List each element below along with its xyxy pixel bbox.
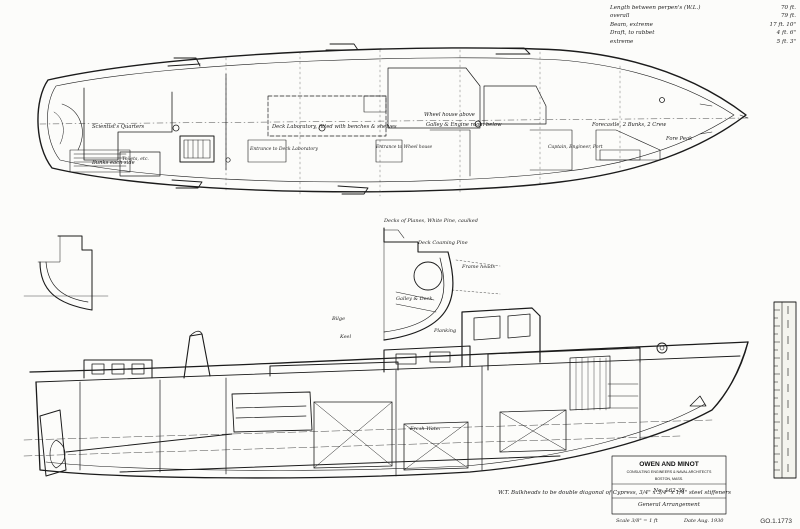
profile-view [23, 307, 749, 479]
dimension-label: Draft, to rabbet [610, 30, 655, 37]
dimension-label: overall [610, 13, 630, 20]
label-frame-heads: Frame heads [461, 264, 495, 270]
midship-section [383, 227, 501, 341]
label-galley-deck: Galley & Deck [396, 296, 432, 302]
dimension-row: overall 79 ft. [610, 12, 796, 20]
dimension-row: extreme 5 ft. 3" [610, 38, 796, 46]
label-bilge: Bilge [331, 316, 345, 322]
dimension-label: extreme [610, 38, 634, 45]
dimension-label: Length between perpen's (W.L.) [610, 5, 701, 11]
dimension-row: Beam, extreme 17 ft. 10" [610, 21, 796, 29]
scale-ruler-ticks [774, 306, 789, 472]
label-keel: Keel [339, 334, 352, 340]
label-decks: Decks of Planes, White Pine, caulked [383, 218, 478, 224]
bulkhead-note: W.T. Bulkheads to be double diagonal of … [498, 490, 731, 496]
dimension-value: 70 ft. [781, 5, 796, 11]
label-deck-laboratory: Deck Laboratory, fitted with benches & s… [271, 124, 397, 130]
label-planking: Planking [433, 328, 456, 334]
label-toilets: Toilets, etc. [122, 156, 149, 162]
title-block: OWEN AND MINOT CONSULTING ENGINEERS & NA… [616, 461, 724, 524]
dimension-value: 17 ft. 10" [769, 21, 796, 28]
dimension-value: 4 ft. 6" [776, 30, 796, 37]
profile-sheer [29, 341, 749, 373]
title-block-line2: CONSULTING ENGINEERS & NAVAL ARCHITECTS [627, 470, 712, 474]
label-fore-peak: Fore Peak [665, 136, 692, 142]
label-forecastle: Forecastle, 2 Bunks, 2 Crew [591, 122, 667, 128]
sheet-number: GO.1.1773 [760, 518, 792, 525]
label-entrance-deck-lab: Entrance to Deck Laboratory [249, 146, 318, 152]
label-deck-coaming: Deck Coaming Pine [417, 240, 468, 246]
title-block-date: Date Aug. 1930 [683, 518, 724, 524]
section-label-group: Decks of Planes, White Pine, caulked Dec… [331, 218, 495, 432]
deck-plan [37, 43, 751, 197]
label-entrance-wheel-house: Entrance to Wheel house [375, 145, 432, 150]
label-galley-engine: Galley & Engine room below [426, 122, 502, 128]
title-block-firm: OWEN AND MINOT [639, 461, 698, 468]
dimension-row: Length between perpen's (W.L.) 70 ft. [610, 4, 796, 12]
title-block-number: No. 162-38 [652, 488, 685, 494]
deck-plan-hull [37, 47, 747, 193]
title-block-line3: BOSTON, MASS. [655, 477, 683, 481]
title-block-drawing: General Arrangement [638, 502, 701, 508]
plan-label-group: Scientist's Quarters Bunks each side Toi… [91, 112, 692, 166]
dimension-value: 5 ft. 3" [776, 38, 796, 45]
label-scientists-quarters: Scientist's Quarters [92, 124, 145, 130]
dimension-value: 79 ft. [781, 13, 796, 20]
stern-section-detail [23, 235, 109, 311]
title-block-frame [611, 455, 727, 515]
dimension-row: Draft, to rabbet 4 ft. 6" [610, 29, 796, 37]
dimensions-table: Length between perpen's (W.L.) 70 ft. ov… [610, 4, 796, 46]
title-block-scale: Scale 3/8" = 1 ft [616, 518, 659, 524]
label-captain: Captain, Engineer, Port [548, 144, 603, 150]
label-wheel-house: Wheel house above [424, 112, 475, 118]
label-bunks: Bunks each side [91, 160, 135, 166]
label-fresh-water: Fresh Water [409, 426, 442, 432]
dimension-label: Beam, extreme [610, 21, 653, 28]
